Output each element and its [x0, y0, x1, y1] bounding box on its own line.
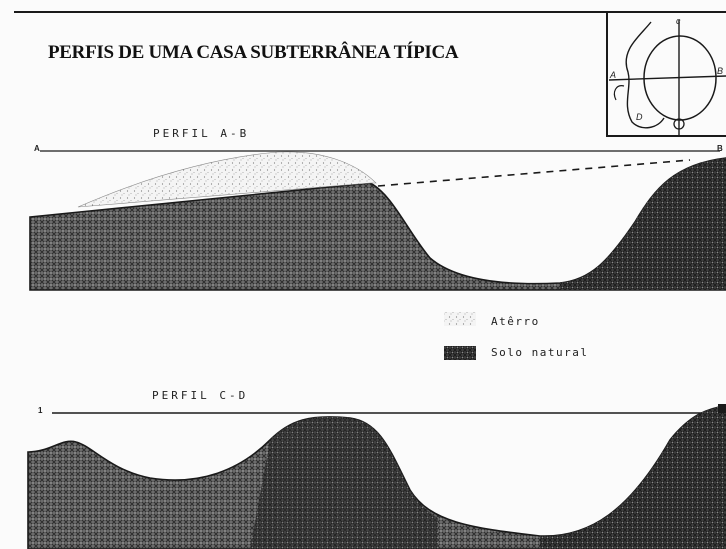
profile-cd-hill-middle: [250, 416, 438, 549]
page-title: PERFIS DE UMA CASA SUBTERRÂNEA TÍPICA: [48, 42, 459, 63]
location-map-contour-small: [613, 85, 625, 101]
location-map-post-symbol: [673, 118, 685, 130]
location-map-label-d: D: [636, 112, 643, 122]
location-map-house-outline: [643, 35, 717, 121]
location-map-inset: [606, 12, 726, 137]
profile-ab-point-b: B: [717, 144, 723, 153]
profile-ab-fill-mound: [77, 151, 377, 208]
profile-cd-hill-right: [540, 406, 726, 549]
location-map-label-c: c: [676, 16, 681, 26]
profile-cd-point-start: 1: [38, 406, 43, 415]
profile-cd-label: PERFIL C-D: [152, 389, 249, 402]
location-map-frame: [606, 12, 726, 137]
legend-fill-swatch: [444, 312, 476, 326]
profile-ab-original-ground-line: [377, 159, 691, 187]
legend-fill-label: Atêrro: [491, 315, 540, 328]
location-map-contour: [625, 21, 665, 129]
profile-ab-hill-right: [560, 158, 726, 290]
profile-ab-point-a: A: [34, 144, 40, 153]
location-map-label-b: B: [717, 66, 724, 76]
profile-cd-end-marker: [718, 404, 726, 413]
location-map-section-ab: [608, 75, 726, 81]
profile-ab-label: PERFIL A-B: [153, 127, 250, 140]
location-map-label-a: A: [610, 70, 617, 80]
legend: [444, 312, 476, 360]
legend-soil-swatch: [444, 346, 476, 360]
legend-soil-label: Solo natural: [491, 346, 589, 359]
